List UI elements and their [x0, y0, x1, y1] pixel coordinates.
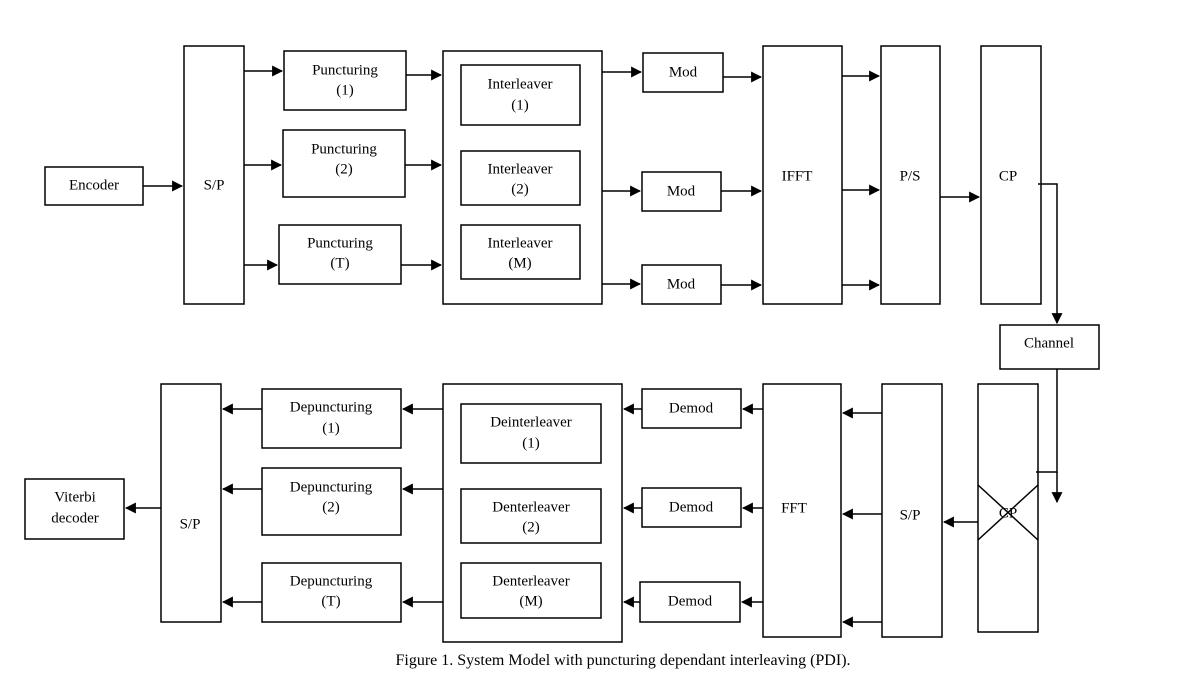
interleaver-2-label: Interleaver [488, 161, 553, 177]
depuncturing-t-index: (T) [321, 593, 340, 609]
depuncturing-t-block: Depuncturing (T) [261, 562, 402, 623]
depuncturing-1-block: Depuncturing (1) [261, 388, 402, 449]
puncturing-t-index: (T) [330, 255, 349, 271]
depuncturing-1-label: Depuncturing [290, 399, 373, 415]
cp-rx-label: CP [999, 505, 1017, 521]
ps-block: P/S [880, 45, 941, 305]
viterbi-label-line2: decoder [51, 510, 98, 526]
cp-removal-cross-b [977, 484, 1039, 541]
puncturing-1-index: (1) [336, 82, 354, 98]
demod-3-block: Demod [639, 581, 741, 623]
deinterleaver-m-label: Denterleaver [492, 573, 569, 589]
deinterleaver-2-index: (2) [522, 519, 540, 535]
sp-tx-block: S/P [183, 45, 245, 305]
deinterleaver-m-block: Denterleaver (M) [460, 562, 602, 619]
depuncturing-2-label: Depuncturing [290, 479, 373, 495]
interleaver-2-index: (2) [511, 181, 529, 197]
puncturing-t-block: Puncturing (T) [278, 224, 402, 285]
arrow-cp-to-channel [1038, 183, 1063, 325]
mod-3-label: Mod [667, 276, 696, 292]
viterbi-decoder-block: Viterbi decoder [24, 478, 125, 540]
puncturing-2-label: Puncturing [311, 141, 377, 157]
mod-1-block: Mod [642, 52, 724, 93]
demod-1-block: Demod [641, 388, 742, 429]
figure-caption: Figure 1. System Model with puncturing d… [395, 652, 851, 669]
deinterleaver-1-label: Deinterleaver [490, 414, 572, 430]
deinterleaver-1-block: Deinterleaver (1) [460, 403, 602, 464]
puncturing-2-block: Puncturing (2) [282, 129, 406, 198]
puncturing-t-label: Puncturing [307, 235, 373, 251]
sp-rx-block: S/P [881, 383, 943, 638]
puncturing-1-block: Puncturing (1) [283, 50, 407, 111]
viterbi-label: Viterbi [54, 489, 96, 505]
channel-label: Channel [1024, 335, 1074, 351]
interleaver-m-index: (M) [508, 255, 531, 271]
mod-1-label: Mod [669, 64, 698, 80]
demod-1-label: Demod [669, 400, 714, 416]
mod-2-block: Mod [641, 171, 722, 212]
depuncturing-2-index: (2) [322, 499, 340, 515]
puncturing-2-index: (2) [335, 161, 353, 177]
deinterleaver-2-block: Denterleaver (2) [460, 488, 602, 544]
channel-block: Channel [999, 324, 1100, 370]
depuncturing-1-index: (1) [322, 420, 340, 436]
sp-out-block: S/P [160, 383, 222, 623]
cp-rx-block: CP [977, 383, 1039, 633]
encoder-label: Encoder [69, 177, 119, 193]
cp-tx-label: CP [999, 168, 1017, 184]
interleaver-1-block: Interleaver (1) [460, 64, 581, 126]
demod-3-label: Demod [668, 593, 713, 609]
mod-2-label: Mod [667, 183, 696, 199]
depuncturing-2-block: Depuncturing (2) [261, 467, 402, 536]
interleaver-2-block: Interleaver (2) [460, 150, 581, 206]
deinterleaver-2-label: Denterleaver [492, 499, 569, 515]
encoder-block: Encoder [44, 166, 144, 206]
deinterleaver-m-index: (M) [519, 593, 542, 609]
ifft-block: IFFT [762, 45, 843, 305]
sp-tx-label: S/P [204, 177, 225, 193]
sp-out-label: S/P [180, 516, 201, 532]
cp-tx-block: CP [980, 45, 1042, 305]
wire-channel-to-cp-rx [1036, 369, 1058, 473]
mod-3-block: Mod [641, 264, 722, 305]
interleaver-m-block: Interleaver (M) [460, 224, 581, 280]
interleaver-1-index: (1) [511, 97, 529, 113]
demod-2-label: Demod [669, 499, 714, 515]
demod-2-block: Demod [641, 487, 742, 528]
interleaver-m-label: Interleaver [488, 235, 553, 251]
ps-label: P/S [900, 168, 921, 184]
deinterleaver-1-index: (1) [522, 435, 540, 451]
fft-block: FFT [762, 383, 842, 638]
depuncturing-t-label: Depuncturing [290, 573, 373, 589]
ifft-label: IFFT [782, 168, 813, 184]
sp-rx-label: S/P [900, 507, 921, 523]
interleaver-1-label: Interleaver [488, 76, 553, 92]
puncturing-1-label: Puncturing [312, 62, 378, 78]
fft-label: FFT [781, 500, 807, 516]
